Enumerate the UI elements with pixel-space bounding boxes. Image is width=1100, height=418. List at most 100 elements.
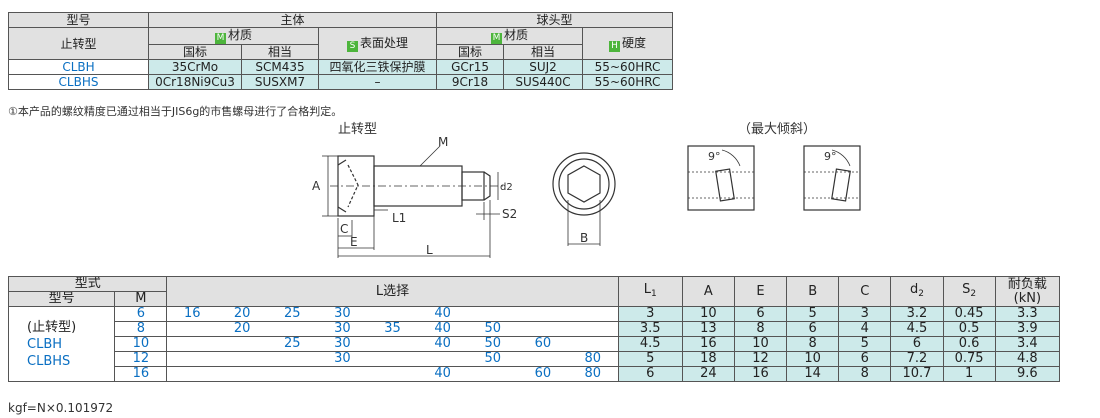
length-option-cell: 20	[217, 321, 268, 337]
size-selection-table: 型式 L选择 L1 A E B C d2 S2 耐负载(kN) 型号 M (止转…	[7, 276, 1061, 382]
dim-m-label: M	[438, 135, 448, 149]
e-cell: 6	[733, 306, 788, 322]
ball-equiv-cell: SUS440C	[503, 74, 584, 90]
length-option-cell	[467, 366, 518, 382]
c-cell: 5	[838, 336, 892, 352]
material-badge-icon: M	[214, 33, 226, 44]
header-b: B	[786, 276, 840, 307]
a-cell: 10	[681, 306, 735, 322]
c-cell: 3	[838, 306, 892, 322]
length-option-cell: 60	[517, 336, 568, 352]
length-option-cell: 40	[417, 306, 468, 322]
dim-b-label: B	[580, 231, 588, 245]
m-cell: 8	[114, 321, 168, 337]
gb-cell: 0Cr18Ni9Cu3	[148, 74, 242, 90]
hardness-cell: 55~60HRC	[582, 74, 674, 90]
d2-cell: 4.5	[890, 321, 944, 337]
length-option-cell: 60	[517, 366, 568, 382]
a-cell: 18	[681, 351, 735, 367]
model-cell: CLBHS	[8, 74, 149, 90]
b-cell: 10	[786, 351, 840, 367]
d2-cell: 6	[890, 336, 944, 352]
length-option-cell: 40	[417, 336, 468, 352]
load-cell: 3.9	[994, 321, 1061, 337]
ball-gb-cell: GCr15	[436, 59, 505, 75]
length-option-cell	[567, 321, 619, 337]
dim-l-label: L	[426, 243, 433, 257]
header-l1: L1	[617, 276, 683, 307]
length-option-cell	[317, 366, 368, 382]
load-cell: 4.8	[994, 351, 1061, 367]
length-option-cell: 40	[417, 366, 468, 382]
m-cell: 10	[114, 336, 168, 352]
a-cell: 24	[681, 366, 735, 382]
d2-cell: 3.2	[890, 306, 944, 322]
length-option-cell	[367, 336, 418, 352]
length-option-cell: 16	[166, 306, 218, 322]
l1-cell: 3.5	[617, 321, 683, 337]
load-cell: 3.4	[994, 336, 1061, 352]
b-cell: 5	[786, 306, 840, 322]
length-option-cell	[417, 351, 468, 367]
load-cell: 3.3	[994, 306, 1061, 322]
dim-s2-label: S2	[502, 207, 517, 221]
s2-cell: 0.45	[942, 306, 996, 322]
length-option-cell: 20	[217, 306, 268, 322]
model-clbhs-label: CLBHS	[27, 353, 71, 369]
length-option-cell	[267, 321, 318, 337]
a-cell: 16	[681, 336, 735, 352]
length-option-cell	[166, 321, 218, 337]
tilt-view-left	[687, 145, 755, 211]
dim-e-label: E	[350, 235, 358, 249]
length-option-cell	[517, 321, 568, 337]
length-option-cell: 30	[317, 351, 368, 367]
l1-cell: 6	[617, 366, 683, 382]
header-c: C	[838, 276, 892, 307]
length-option-cell: 80	[567, 351, 619, 367]
dim-l1-label: L1	[392, 211, 406, 225]
unit-conversion-note: kgf=N×0.101972	[8, 401, 114, 415]
header-type: 型式	[7, 276, 168, 292]
length-option-cell	[517, 306, 568, 322]
tilt-view-right	[803, 145, 861, 211]
length-option-cell: 25	[267, 306, 318, 322]
header-load: 耐负载(kN)	[994, 276, 1061, 307]
thread-note: ①本产品的螺纹精度已通过相当于JIS6g的市售螺母进行了合格判定。	[8, 105, 343, 118]
angle-right-label: 9°	[824, 150, 837, 163]
length-option-cell: 25	[267, 336, 318, 352]
s2-cell: 0.5	[942, 321, 996, 337]
length-option-cell	[217, 351, 268, 367]
s2-cell: 0.75	[942, 351, 996, 367]
length-option-cell: 50	[467, 336, 518, 352]
header-a: A	[681, 276, 735, 307]
model-type-label: (止转型)	[27, 319, 77, 335]
length-option-cell	[367, 306, 418, 322]
length-option-cell	[467, 306, 518, 322]
length-option-cell	[567, 306, 619, 322]
m-cell: 6	[114, 306, 168, 322]
ball-equiv-cell: SUJ2	[503, 59, 584, 75]
b-cell: 14	[786, 366, 840, 382]
e-cell: 12	[733, 351, 788, 367]
l1-cell: 5	[617, 351, 683, 367]
technical-drawing: A M d2 L1 S2 C E L B 9° 9°	[312, 135, 861, 258]
model-clbh-label: CLBH	[27, 336, 63, 352]
drawing-title: 止转型	[338, 122, 378, 137]
c-cell: 8	[838, 366, 892, 382]
l1-cell: 4.5	[617, 336, 683, 352]
b-cell: 6	[786, 321, 840, 337]
length-option-cell: 30	[317, 306, 368, 322]
length-option-cell	[367, 351, 418, 367]
length-option-cell: 80	[567, 366, 619, 382]
header-e: E	[733, 276, 788, 307]
length-option-cell	[166, 351, 218, 367]
hardness-badge-icon: H	[609, 40, 621, 52]
e-cell: 8	[733, 321, 788, 337]
length-option-cell	[267, 366, 318, 382]
max-tilt-label: （最大倾斜）	[738, 122, 817, 137]
